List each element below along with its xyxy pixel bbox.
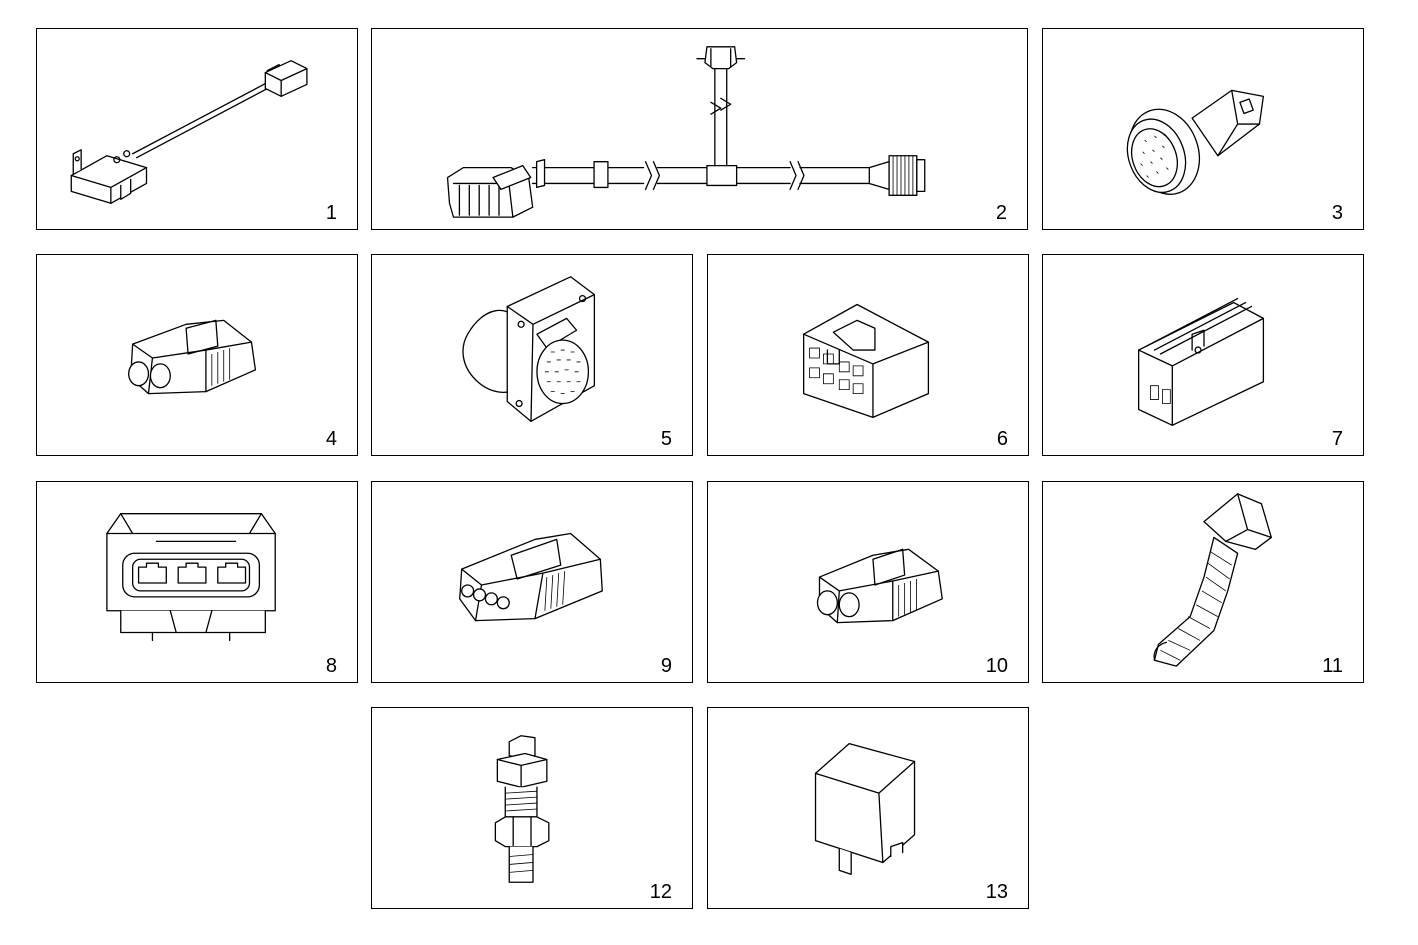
two-pin-connector-icon — [37, 255, 357, 455]
part-number: 12 — [649, 881, 672, 903]
four-pin-connector-icon — [372, 482, 692, 682]
part-panel-11[interactable]: 11 — [1042, 481, 1364, 683]
part-number: 5 — [660, 428, 672, 450]
part-number: 11 — [1322, 655, 1343, 677]
part-number: 3 — [1331, 202, 1343, 224]
relay-icon — [708, 708, 1028, 908]
three-pin-socket-icon — [37, 482, 357, 682]
pressure-switch-icon — [372, 708, 692, 908]
part-number: 2 — [995, 202, 1007, 224]
part-panel-9[interactable]: 9 — [371, 481, 693, 683]
part-panel-1[interactable]: 1 — [36, 28, 358, 230]
part-panel-10[interactable]: 10 — [707, 481, 1029, 683]
accelerator-pedal-icon — [1043, 482, 1363, 682]
part-panel-2[interactable]: 2 — [371, 28, 1028, 230]
part-number: 7 — [1331, 428, 1343, 450]
connector-housing-icon — [1043, 255, 1363, 455]
two-pin-connector-icon — [708, 482, 1028, 682]
part-number: 8 — [325, 655, 337, 677]
part-number: 9 — [660, 655, 672, 677]
flange-socket-icon — [372, 255, 692, 455]
sensor-with-cable-icon — [37, 29, 357, 229]
part-number: 4 — [325, 428, 337, 450]
multi-pin-connector-icon — [708, 255, 1028, 455]
part-panel-7[interactable]: 7 — [1042, 254, 1364, 456]
part-panel-3[interactable]: 3 — [1042, 28, 1364, 230]
wiring-harness-icon — [372, 29, 1027, 229]
part-panel-8[interactable]: 8 — [36, 481, 358, 683]
part-number: 1 — [325, 202, 337, 224]
part-number: 10 — [985, 655, 1008, 677]
part-panel-5[interactable]: 5 — [371, 254, 693, 456]
part-panel-13[interactable]: 13 — [707, 707, 1029, 909]
part-number: 6 — [996, 428, 1008, 450]
part-number: 13 — [985, 881, 1008, 903]
part-panel-4[interactable]: 4 — [36, 254, 358, 456]
round-connector-icon — [1043, 29, 1363, 229]
part-panel-12[interactable]: 12 — [371, 707, 693, 909]
part-panel-6[interactable]: 6 — [707, 254, 1029, 456]
